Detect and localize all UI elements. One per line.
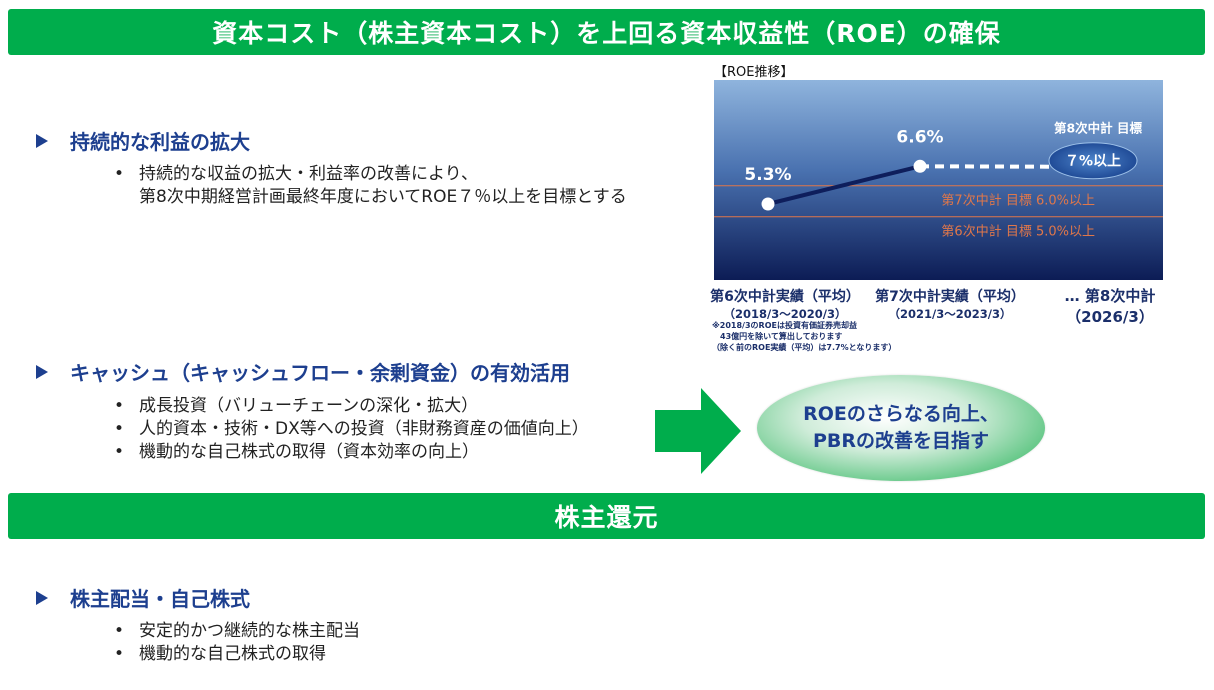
- section-heading-cash-text: キャッシュ（キャッシュフロー・余剰資金）の有効活用: [70, 361, 570, 385]
- goal-line1: ROEのさらなる向上、: [803, 403, 999, 425]
- target-title: 第8次中計 目標: [1054, 121, 1143, 136]
- reference-line-label: 第7次中計 目標 6.0%以上: [941, 193, 1095, 209]
- cash-bullet-list: 成長投資（バリューチェーンの深化・拡大） 人的資本・技術・DX等への投資（非財務…: [112, 395, 589, 464]
- triangle-bullet-icon: [36, 133, 48, 148]
- bottom-banner-title: 株主還元: [554, 503, 659, 532]
- category-main: 第6次中計実績（平均）: [710, 289, 860, 305]
- category-main: 第7次中計実績（平均）: [875, 289, 1025, 305]
- top-banner: 資本コスト（株主資本コスト）を上回る資本収益性（ROE）の確保: [8, 9, 1205, 55]
- section-heading-dividend-text: 株主配当・自己株式: [70, 587, 250, 611]
- goal-line2: PBRの改善を目指す: [812, 430, 990, 452]
- goal-ellipse: ROEのさらなる向上、 PBRの改善を目指す: [757, 375, 1045, 481]
- list-item: 人的資本・技術・DX等への投資（非財務資産の価値向上）: [112, 418, 589, 441]
- bullet-text-line2: 第8次中期経営計画最終年度においてROE７％以上を目標とする: [139, 187, 627, 207]
- data-label: 6.6%: [896, 127, 943, 147]
- list-item: 成長投資（バリューチェーンの深化・拡大）: [112, 395, 589, 418]
- category-sub: （2021/3～2023/3）: [888, 307, 1012, 321]
- category-sub: （2026/3）: [1066, 308, 1154, 326]
- reference-line-label: 第6次中計 目標 5.0%以上: [941, 224, 1095, 240]
- category-label-8th: … 第8次中計 （2026/3）: [1050, 285, 1170, 327]
- category-label-7th: 第7次中計実績（平均） （2021/3～2023/3）: [865, 286, 1035, 322]
- target-point: [1048, 142, 1138, 180]
- section-heading-profit: 持続的な利益の拡大: [36, 126, 250, 155]
- list-item: 機動的な自己株式の取得: [112, 643, 360, 666]
- chart-footnote: ※2018/3のROEは投資有価証券売却益 43億円を除いて算出しております （…: [712, 320, 932, 353]
- chart-plot-background: [714, 80, 1163, 280]
- category-main: … 第8次中計: [1064, 287, 1156, 305]
- category-label-6th: 第6次中計実績（平均） （2018/3～2020/3）: [700, 286, 870, 322]
- dividend-bullet-list: 安定的かつ継続的な株主配当 機動的な自己株式の取得: [112, 620, 360, 666]
- section-heading-cash: キャッシュ（キャッシュフロー・余剰資金）の有効活用: [36, 357, 570, 386]
- list-item: 機動的な自己株式の取得（資本効率の向上）: [112, 441, 589, 464]
- top-banner-title: 資本コスト（株主資本コスト）を上回る資本収益性（ROE）の確保: [212, 19, 1001, 48]
- triangle-bullet-icon: [36, 590, 48, 605]
- right-arrow-icon: [655, 388, 741, 474]
- series-line: [767, 164, 921, 206]
- chart-caption: 【ROE推移】: [714, 65, 794, 80]
- profit-bullet-list: 持続的な収益の拡大・利益率の改善により、 第8次中期経営計画最終年度においてRO…: [112, 163, 627, 209]
- data-point: [913, 159, 927, 173]
- data-point: [761, 197, 775, 211]
- data-label: 5.3%: [744, 165, 791, 185]
- category-sub: （2018/3～2020/3）: [723, 307, 847, 321]
- footnote-line: （除く前のROE実績（平均）は7.7%となります）: [712, 343, 897, 352]
- shareholder-return-banner: 株主還元: [8, 493, 1205, 539]
- target-label: ７%以上: [1065, 154, 1121, 170]
- list-item: 安定的かつ継続的な株主配当: [112, 620, 360, 643]
- footnote-line: ※2018/3のROEは投資有価証券売却益: [712, 321, 857, 330]
- section-heading-dividend: 株主配当・自己株式: [36, 583, 250, 612]
- bullet-text-line1: 持続的な収益の拡大・利益率の改善により、: [139, 164, 478, 184]
- list-item: 持続的な収益の拡大・利益率の改善により、 第8次中期経営計画最終年度においてRO…: [112, 163, 627, 209]
- triangle-bullet-icon: [36, 364, 48, 379]
- footnote-line: 43億円を除いて算出しております: [720, 332, 843, 341]
- section-heading-profit-text: 持続的な利益の拡大: [70, 130, 250, 154]
